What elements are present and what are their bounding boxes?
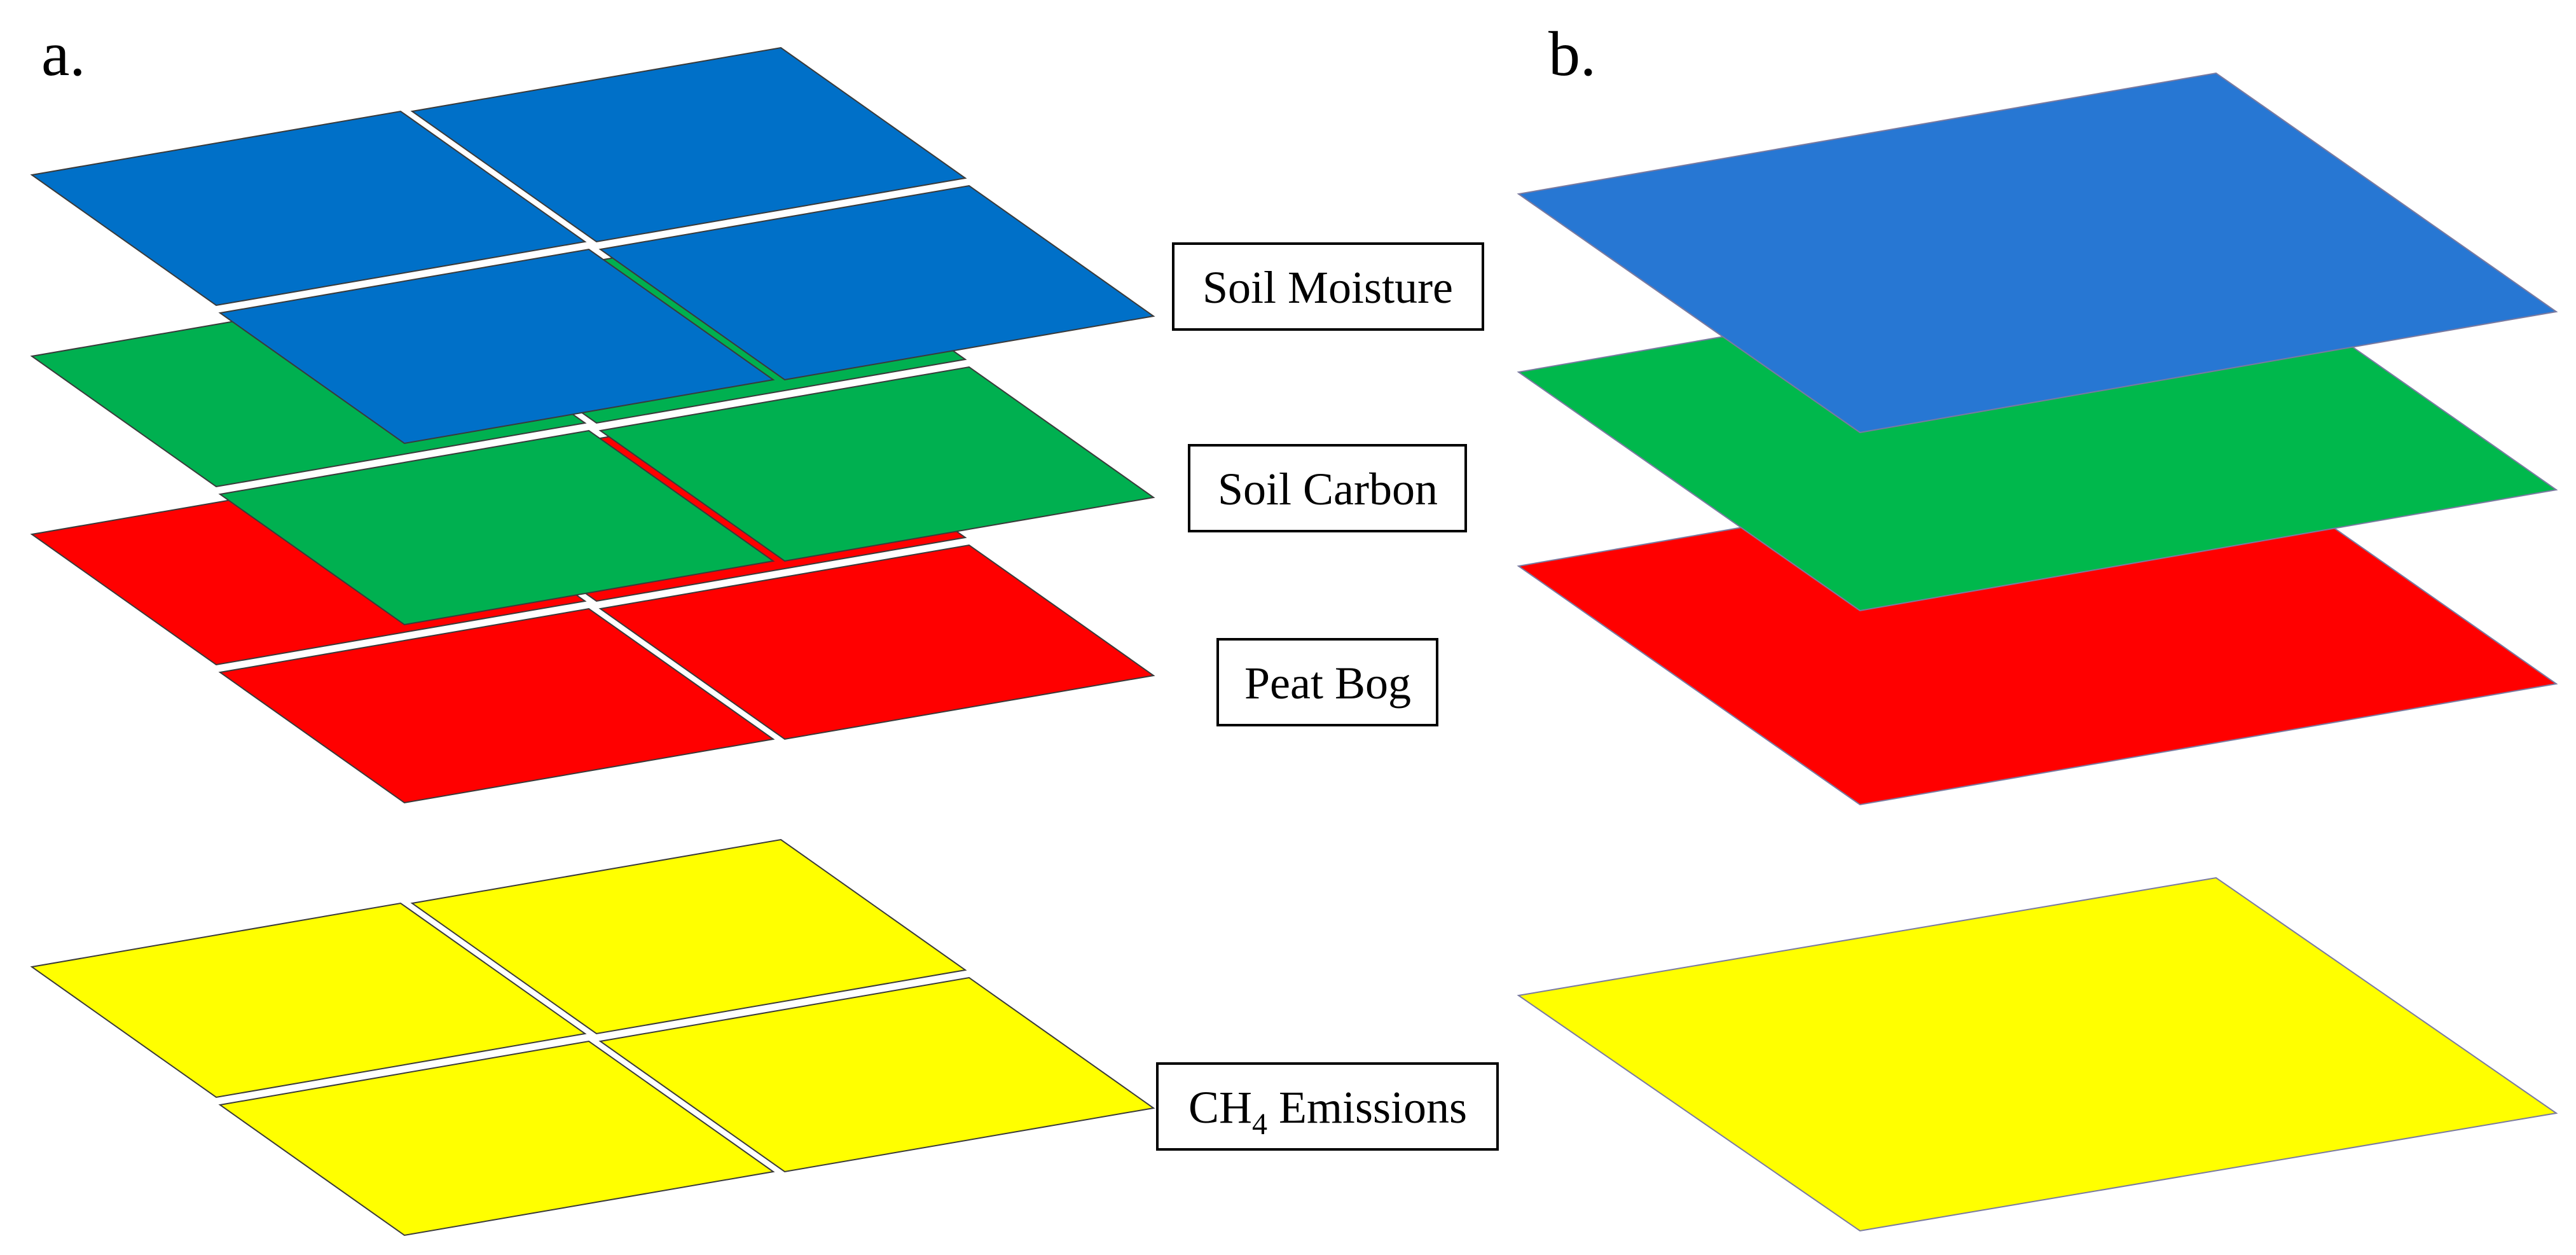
peat-bog-label-box: Peat Bog [1216, 638, 1438, 726]
panel-a-soil-moisture-tile [598, 184, 1155, 381]
panel-a: a. [30, 18, 1155, 1237]
layer-labels: Soil Moisture Soil Carbon Peat Bog CH4 E… [1156, 242, 1499, 1151]
panel-a-soil-carbon-tile [218, 429, 775, 626]
ch4-emissions-label: CH4 Emissions [1188, 1082, 1467, 1141]
panel-b: b. [1517, 18, 2558, 1232]
soil-moisture-label: Soil Moisture [1202, 262, 1453, 313]
panel-a-soil-moisture-tile [410, 46, 967, 243]
panel-a-peat-bog-tile [218, 607, 775, 804]
panel-a-ch4-emissions-layer [30, 838, 1155, 1237]
panel-a-ch4-emissions-tile [30, 902, 587, 1099]
panel-a-peat-bog-tile [598, 544, 1155, 740]
panel-b-ch4-emissions-tile [1517, 877, 2558, 1232]
panel-a-soil-carbon-tile [598, 366, 1155, 562]
panel-b-label: b. [1548, 18, 1596, 89]
panel-a-ch4-emissions-tile [218, 1040, 775, 1237]
soil-carbon-label-box: Soil Carbon [1188, 444, 1467, 532]
panel-a-soil-moisture-layer [30, 46, 1155, 445]
soil-carbon-label: Soil Carbon [1218, 464, 1438, 515]
panel-a-soil-moisture-tile [218, 248, 775, 445]
ch4-emissions-label-box: CH4 Emissions [1156, 1062, 1499, 1151]
panel-a-ch4-emissions-tile [410, 838, 967, 1035]
panel-a-ch4-emissions-tile [598, 976, 1155, 1173]
panel-a-label: a. [41, 18, 85, 89]
panel-a-soil-moisture-tile [30, 110, 587, 307]
soil-moisture-label-box: Soil Moisture [1172, 242, 1484, 331]
peat-bog-label: Peat Bog [1244, 658, 1411, 709]
panel-b-soil-moisture-tile [1517, 72, 2558, 434]
